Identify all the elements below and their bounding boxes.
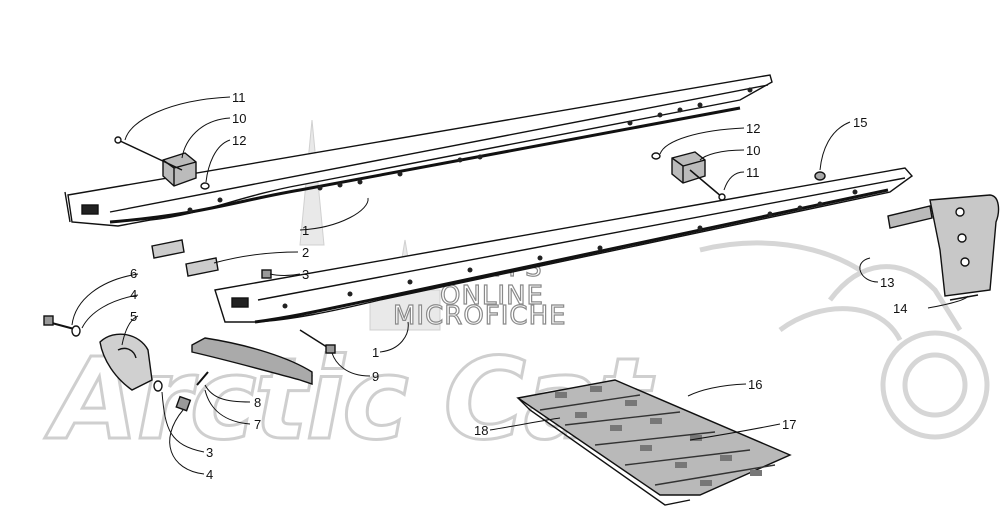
- callout-2: 2: [302, 245, 309, 260]
- callout-17: 17: [782, 417, 796, 432]
- callout-7: 7: [254, 417, 261, 432]
- callout-18: 18: [474, 423, 488, 438]
- callout-13: 13: [880, 275, 894, 290]
- callout-6: 6: [130, 266, 137, 281]
- rail-lower-holes: [282, 189, 858, 309]
- bracket-upper: [114, 136, 210, 190]
- callout-10: 10: [746, 143, 760, 158]
- callout-8: 8: [254, 395, 261, 410]
- slide-rail-lower: [214, 167, 914, 324]
- callout-4: 4: [206, 467, 213, 482]
- slide-rail-upper: [64, 74, 773, 227]
- callout-9: 9: [372, 369, 379, 384]
- callout-11: 11: [232, 90, 246, 105]
- nut-15: [814, 171, 826, 181]
- track: [516, 379, 792, 506]
- callout-labels: 11 10 12 12 10 11 15 1 2 3 6 4 5 13 14 1…: [130, 90, 907, 482]
- front-hardware: [43, 315, 192, 412]
- rail-end-cap: [887, 194, 1000, 301]
- callout-3: 3: [206, 445, 213, 460]
- nut-upper: [261, 269, 272, 279]
- callout-12: 12: [746, 121, 760, 136]
- callout-11: 11: [746, 165, 760, 180]
- watermark-motorcycle: [699, 240, 990, 440]
- callout-12: 12: [232, 133, 246, 148]
- callout-16: 16: [748, 377, 762, 392]
- callout-4: 4: [130, 287, 137, 302]
- bracket-lower: [651, 151, 726, 201]
- callout-5: 5: [130, 309, 137, 324]
- rail-upper-holes: [187, 87, 753, 213]
- callout-10: 10: [232, 111, 246, 126]
- leader-lines: [71, 96, 969, 475]
- spacer-tubes: [151, 239, 219, 277]
- watermark-line-3: MICROFICHE: [393, 301, 567, 331]
- watermark-line-2: ONLINE: [440, 281, 544, 311]
- screw-9: [299, 329, 336, 354]
- callout-15: 15: [853, 115, 867, 130]
- callout-14: 14: [893, 301, 907, 316]
- callout-3: 3: [302, 267, 309, 282]
- wear-strip: [191, 337, 313, 386]
- callout-1: 1: [372, 345, 379, 360]
- callout-1: 1: [302, 223, 309, 238]
